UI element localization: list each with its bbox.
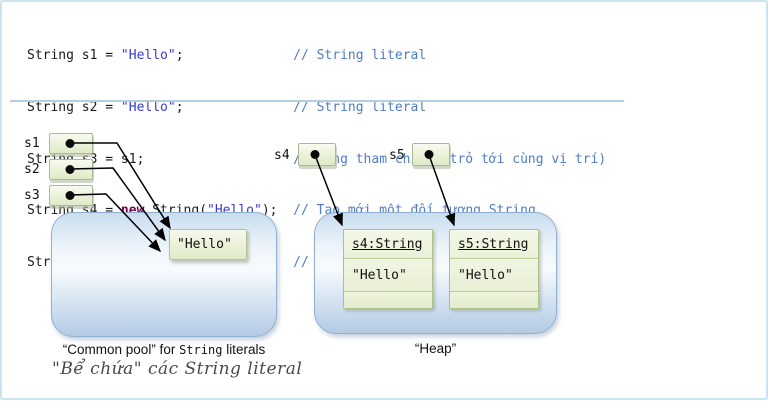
code-line-2: String s2 = "Hello"; // String literal xyxy=(27,99,606,116)
object-empty-slot xyxy=(344,292,432,308)
var-box-s2 xyxy=(49,159,93,180)
code-text: ; xyxy=(175,48,294,64)
object-title: s4:String xyxy=(344,230,432,259)
heap-object-s5: s5:String "Hello" xyxy=(449,229,539,309)
var-box-s5 xyxy=(412,143,450,166)
var-label-s4: s4 xyxy=(274,148,290,163)
code-text: String s2 = xyxy=(27,100,121,116)
string-literal: "Hello" xyxy=(120,100,176,116)
pool-literal-text: "Hello" xyxy=(177,237,232,252)
object-value: "Hello" xyxy=(344,259,432,292)
var-box-s3 xyxy=(49,185,93,206)
pool-literal-box: "Hello" xyxy=(169,229,247,260)
code-line-1: String s1 = "Hello"; // String literal xyxy=(27,47,606,64)
caption-text: “Common pool” for xyxy=(62,342,180,357)
object-empty-slot xyxy=(450,292,538,308)
common-pool-caption: “Common pool” for String literals xyxy=(36,342,292,357)
var-box-s4 xyxy=(298,143,336,166)
object-value: "Hello" xyxy=(450,259,538,292)
var-label-s2: s2 xyxy=(24,162,40,177)
code-text: String s1 = xyxy=(27,48,121,64)
object-title: s5:String xyxy=(450,230,538,259)
heap-object-s4: s4:String "Hello" xyxy=(343,229,433,309)
var-label-s3: s3 xyxy=(24,188,40,203)
var-label-s1: s1 xyxy=(24,136,40,151)
caption-code-text: String xyxy=(179,343,223,357)
heap-caption: “Heap” xyxy=(414,341,457,356)
var-label-s5: s5 xyxy=(389,148,405,163)
caption-text: literals xyxy=(222,342,266,357)
code-comment: // String literal xyxy=(293,100,427,116)
code-text: ; xyxy=(175,100,294,116)
code-divider xyxy=(10,100,624,102)
code-comment: // String literal xyxy=(293,48,427,64)
var-box-s1 xyxy=(49,133,93,154)
string-literal: "Hello" xyxy=(120,48,176,64)
vietnamese-caption: "Bể chứa" các String literal xyxy=(52,359,303,379)
